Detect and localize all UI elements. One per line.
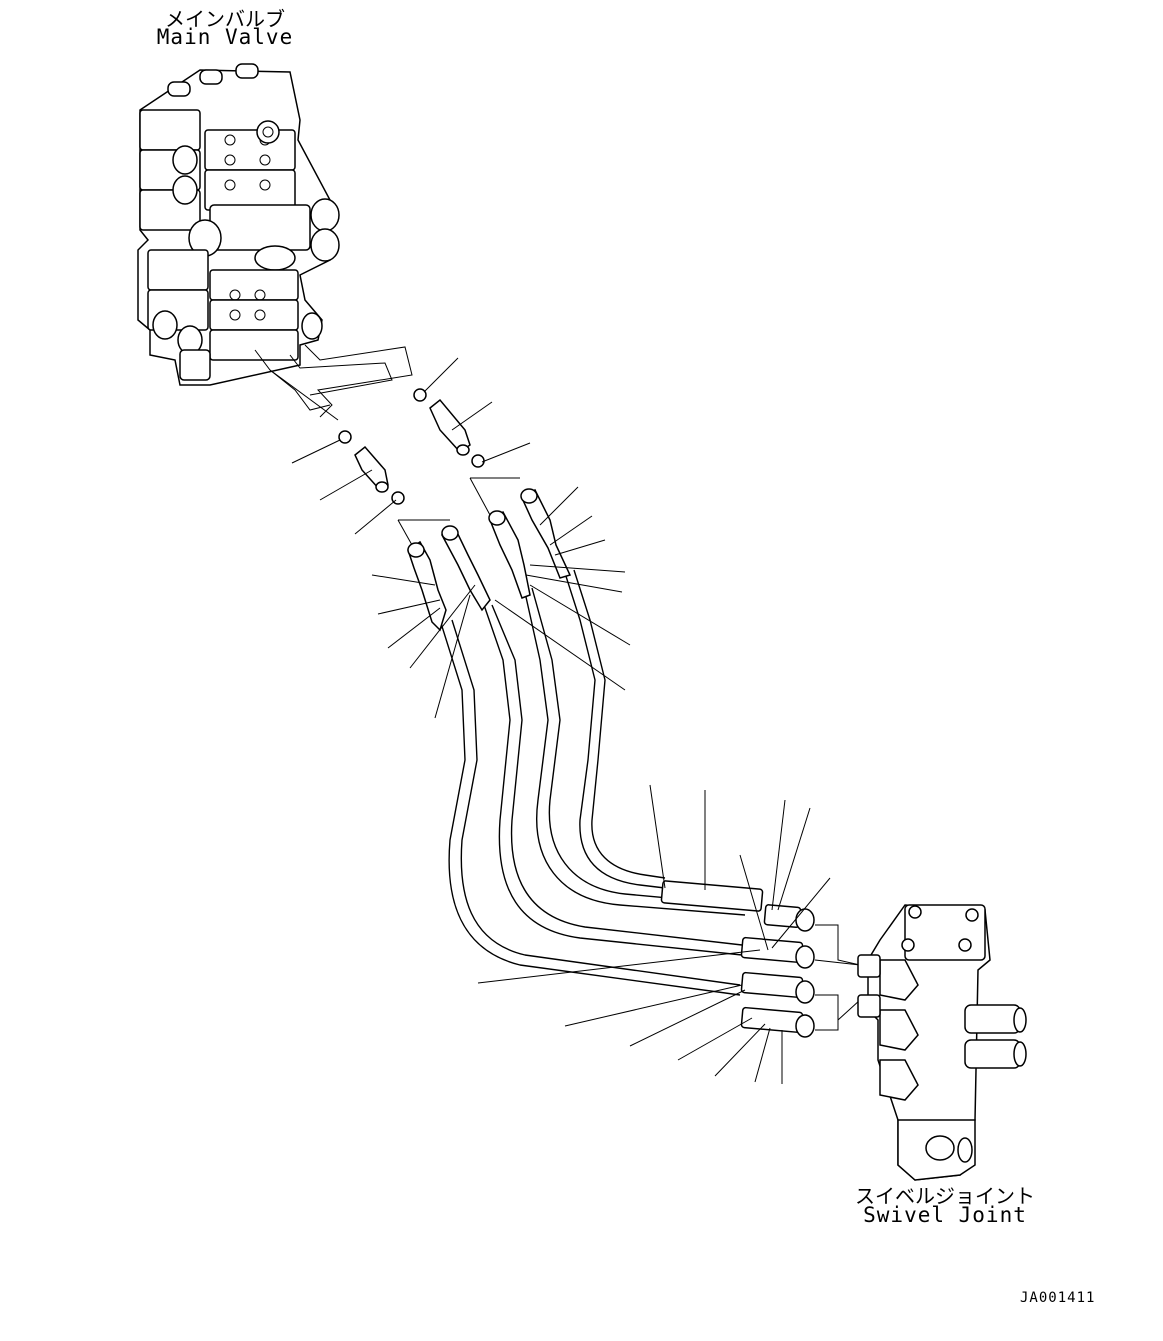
main-valve-label-en: Main Valve: [156, 25, 294, 49]
port-connection-lines: [254, 344, 413, 421]
hoses: [439, 569, 746, 996]
lower-hose-ends: [660, 880, 815, 1038]
swivel-joint-label-en: Swivel Joint: [863, 1203, 1027, 1227]
main-valve-drawing: [137, 63, 340, 386]
fittings: [338, 388, 485, 505]
drawing-code: JA001411: [1020, 1290, 1096, 1306]
upper-hose-ends: [407, 488, 572, 632]
leader-lines: [291, 357, 831, 1084]
swivel-joint-drawing: [857, 904, 1027, 1181]
adapter-fitting-upper: [429, 398, 471, 456]
adapter-fitting-lower: [354, 445, 389, 493]
main-valve-label-jp: メインバルブ: [165, 7, 285, 31]
fitting-guide-lines: [397, 477, 520, 546]
swivel-joint-label-jp: スイベルジョイント: [855, 1184, 1035, 1208]
swivel-port-lines: [814, 924, 861, 1031]
